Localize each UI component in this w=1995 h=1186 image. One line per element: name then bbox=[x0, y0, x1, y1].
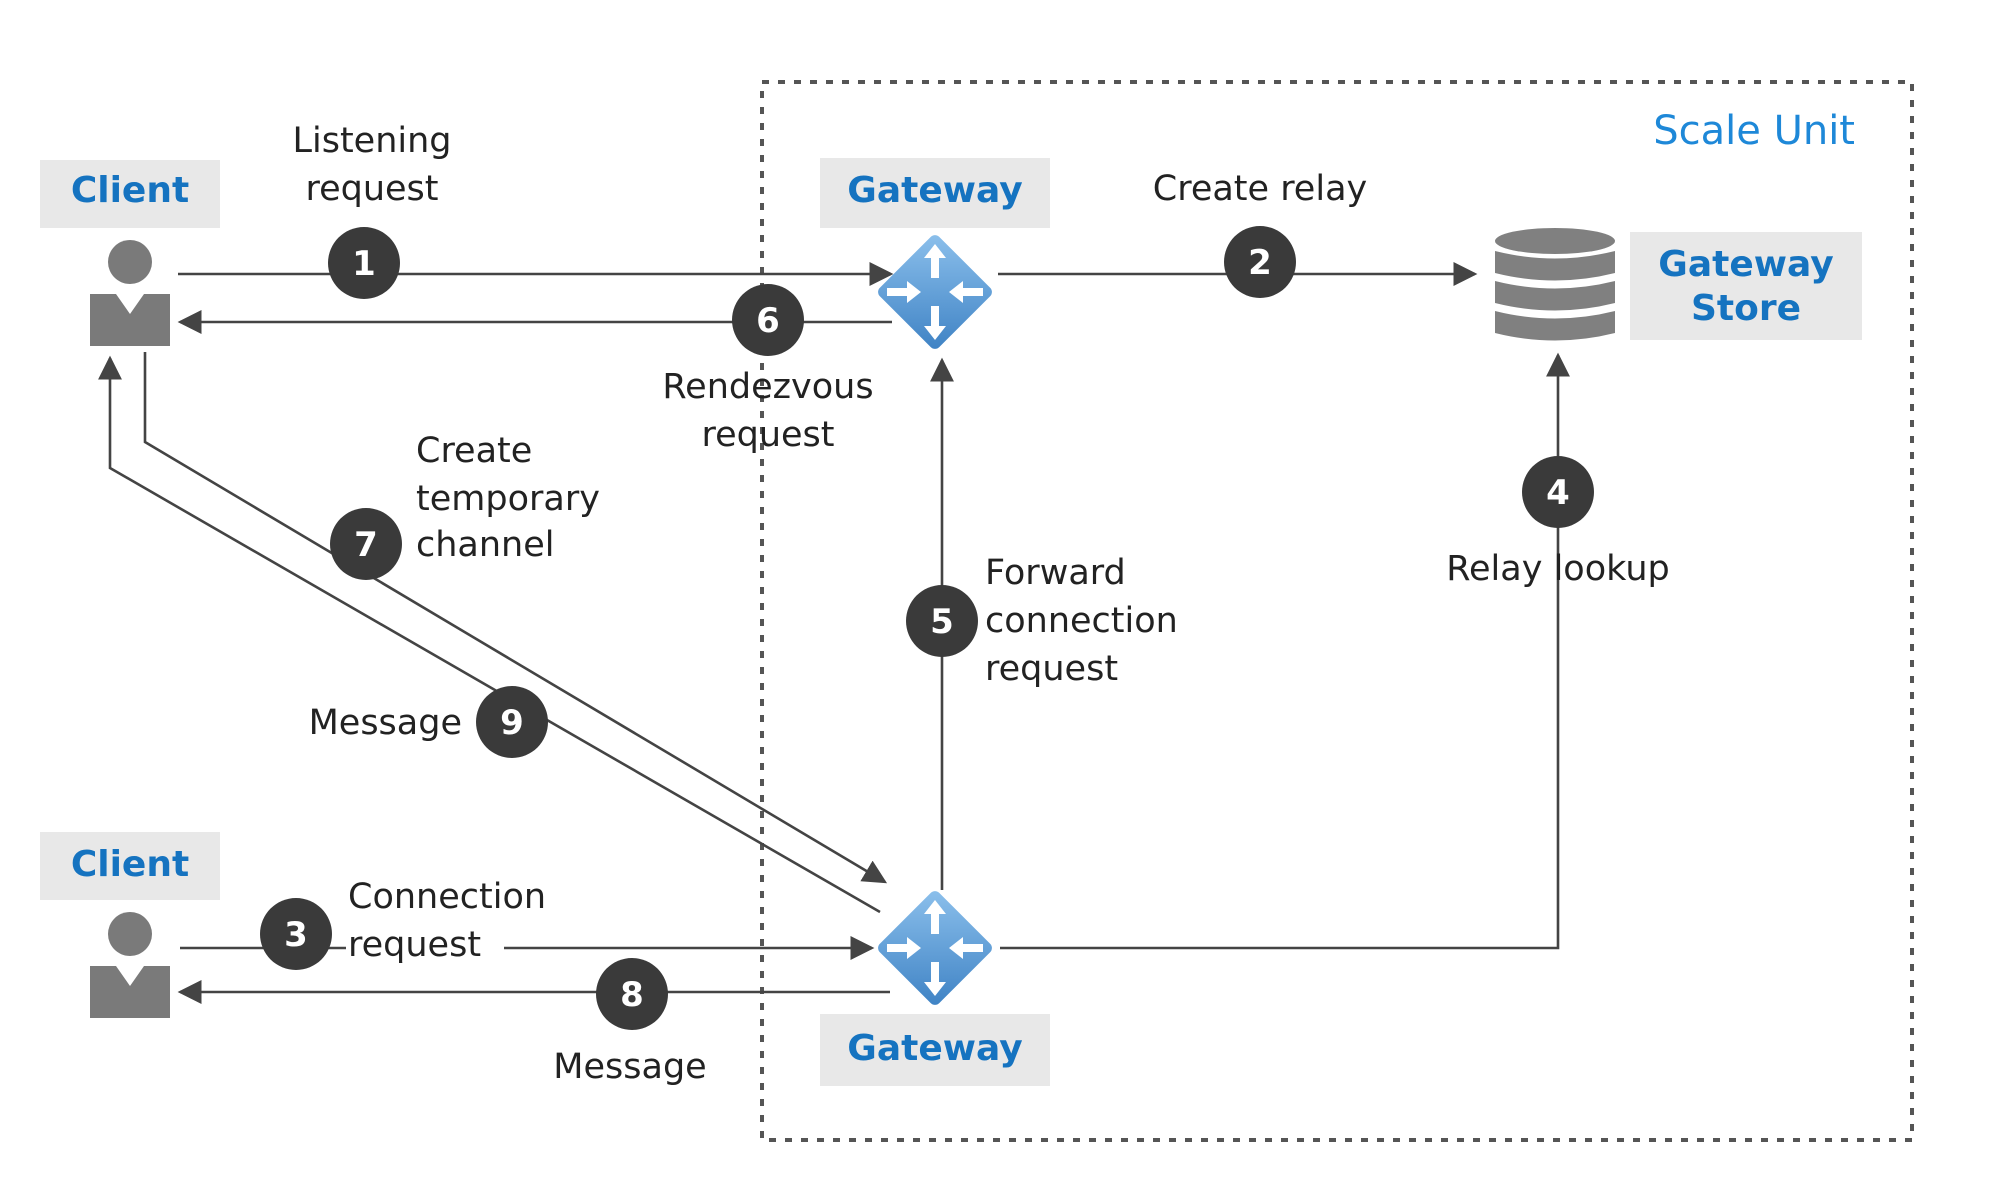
step-5-number: 5 bbox=[930, 602, 954, 642]
step-9-badge bbox=[476, 686, 548, 758]
step-labels: Listening request Create relay Connectio… bbox=[292, 121, 1669, 1087]
step-4-number: 4 bbox=[1546, 473, 1570, 513]
step-6-label-line1: Rendezvous bbox=[662, 367, 873, 407]
step-3-label-mask bbox=[346, 932, 504, 962]
flow-9-line bbox=[98, 355, 881, 914]
gateway-bottom-label-bg bbox=[820, 1014, 1050, 1086]
step-6-badge bbox=[732, 284, 804, 356]
step-4-badge bbox=[1522, 456, 1594, 528]
gateway-store-label-line1: Gateway bbox=[1658, 244, 1833, 285]
person-icon bbox=[90, 912, 170, 1018]
step-5-badge bbox=[906, 585, 978, 657]
step-8-number: 8 bbox=[620, 975, 644, 1015]
client-bottom-label-bg bbox=[40, 832, 220, 900]
gateway-store-node: Gateway Store bbox=[1495, 228, 1862, 341]
client-top-label: Client bbox=[71, 170, 189, 211]
gateway-top-node: Gateway bbox=[820, 158, 1050, 349]
step-2-badge bbox=[1224, 226, 1296, 298]
step-7-label-line1: Create bbox=[416, 431, 532, 471]
step-4-label: Relay lookup bbox=[1446, 549, 1669, 589]
client-top-node: Client bbox=[40, 160, 220, 346]
client-bottom-node: Client bbox=[40, 832, 220, 1018]
step-6-label-line2: request bbox=[701, 415, 834, 455]
flow-7-line bbox=[143, 352, 888, 884]
step-badges: 1 2 3 4 5 6 7 8 9 bbox=[260, 226, 1594, 1030]
step-1-label-line1: Listening bbox=[292, 121, 451, 161]
step-2-label: Create relay bbox=[1153, 169, 1367, 209]
step-7-badge bbox=[330, 508, 402, 580]
step-9-label: Message bbox=[309, 703, 462, 743]
step-8-label: Message bbox=[553, 1047, 706, 1087]
step-3-label-line2-over: request bbox=[348, 925, 481, 965]
gateway-top-label: Gateway bbox=[847, 170, 1022, 211]
gateway-bottom-label: Gateway bbox=[847, 1028, 1022, 1069]
step-5-label-line2: connection bbox=[985, 601, 1178, 641]
step-3-badge bbox=[260, 898, 332, 970]
step-5-label-line1: Forward bbox=[985, 553, 1126, 593]
step-1-number: 1 bbox=[352, 244, 376, 284]
step-3-label-line1: Connection bbox=[348, 877, 546, 917]
person-icon bbox=[90, 240, 170, 346]
step-8-badge bbox=[596, 958, 668, 1030]
step-9-number: 9 bbox=[500, 703, 524, 743]
router-icon bbox=[878, 235, 992, 349]
gateway-store-label-line2: Store bbox=[1691, 288, 1801, 329]
database-icon bbox=[1495, 228, 1615, 341]
scale-unit-label: Scale Unit bbox=[1653, 108, 1855, 154]
step-1-label-line2: request bbox=[305, 169, 438, 209]
client-bottom-label: Client bbox=[71, 844, 189, 885]
gateway-store-label-bg bbox=[1630, 232, 1862, 340]
step-2-number: 2 bbox=[1248, 243, 1272, 283]
step-7-label-line3: channel bbox=[416, 525, 555, 565]
router-icon bbox=[878, 891, 992, 1005]
step-7-label-line2: temporary bbox=[416, 479, 600, 519]
step-7-number: 7 bbox=[354, 525, 378, 565]
step-6-number: 6 bbox=[756, 301, 780, 341]
step-3-number: 3 bbox=[284, 915, 308, 955]
gateway-top-label-bg bbox=[820, 158, 1050, 228]
flow-4-line bbox=[1000, 352, 1570, 950]
client-top-label-bg bbox=[40, 160, 220, 228]
gateway-bottom-node: Gateway bbox=[820, 891, 1050, 1086]
step-1-badge bbox=[328, 227, 400, 299]
step-5-label-line3: request bbox=[985, 649, 1118, 689]
